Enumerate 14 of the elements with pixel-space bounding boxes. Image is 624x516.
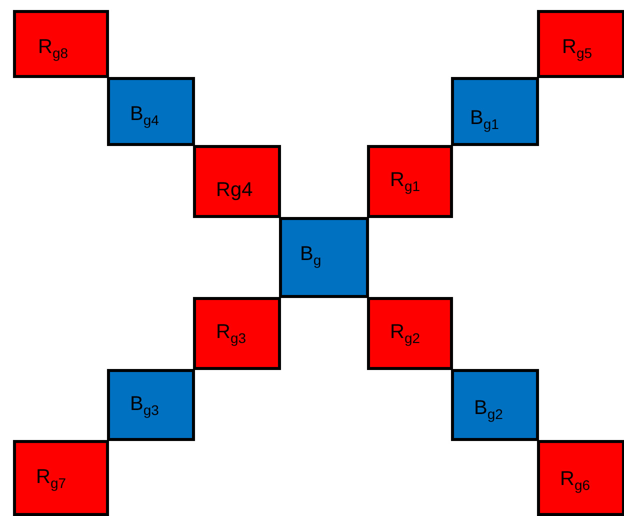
square-tile bbox=[451, 369, 539, 441]
square-tile bbox=[451, 77, 539, 146]
square-tile bbox=[537, 440, 624, 516]
square-tile bbox=[367, 145, 453, 218]
square-tile bbox=[279, 217, 369, 298]
square-tile bbox=[13, 10, 109, 78]
square-tile bbox=[107, 369, 195, 441]
square-tile bbox=[13, 440, 109, 516]
square-tile bbox=[107, 77, 195, 146]
square-tile bbox=[537, 10, 624, 78]
square-tile bbox=[367, 297, 453, 370]
square-tile bbox=[193, 297, 281, 370]
square-tile bbox=[193, 145, 281, 218]
tile-label: Rg4 bbox=[216, 180, 253, 200]
